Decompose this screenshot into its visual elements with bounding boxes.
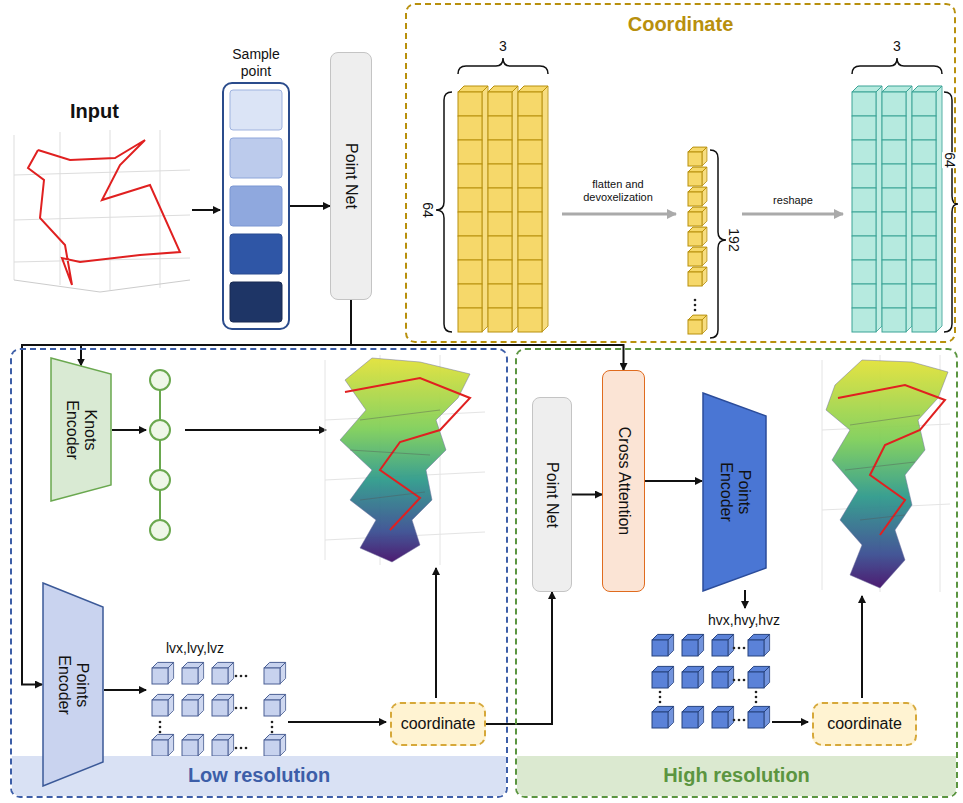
connector-arrow bbox=[290, 205, 330, 207]
annotation: 64 bbox=[942, 152, 958, 168]
connector-arrow bbox=[645, 480, 702, 482]
dashed-region: High resolution Point Net Cross Attention P… bbox=[515, 348, 958, 798]
region-title: High resolution bbox=[663, 764, 810, 787]
surface-low bbox=[325, 355, 485, 565]
module-box: Cross Attention bbox=[602, 370, 645, 592]
arrow bbox=[562, 213, 676, 216]
box-label: Knots Encoder bbox=[63, 395, 100, 465]
connector-arrow bbox=[351, 300, 624, 370]
encoder-trapezoid: Points Encoder bbox=[702, 392, 767, 592]
connector-arrow bbox=[486, 592, 552, 724]
region-title: Coordinate bbox=[628, 13, 734, 36]
annotation: 3 bbox=[499, 38, 507, 54]
region-title: Low resolution bbox=[188, 764, 330, 787]
annotation: flatten and devoxelization bbox=[562, 178, 674, 203]
box-label: Points Encoder bbox=[716, 457, 753, 527]
arrow bbox=[104, 430, 862, 722]
title-band: High resolution bbox=[517, 756, 956, 796]
arrow bbox=[192, 209, 220, 211]
sample-point-box: Sample point bbox=[222, 82, 290, 330]
annotation: 192 bbox=[726, 228, 742, 251]
cube-grid bbox=[152, 86, 942, 756]
dashed-region: Coordinate bbox=[405, 3, 956, 343]
brace bbox=[436, 58, 958, 338]
annotation: 64 bbox=[420, 202, 436, 218]
box-label: Point Net bbox=[543, 462, 561, 528]
annotation: 3 bbox=[893, 38, 901, 54]
annotation: reshape bbox=[773, 194, 813, 206]
sample-squares bbox=[230, 90, 282, 322]
box-label: coordinate bbox=[401, 715, 476, 733]
coordinate-box: coordinate bbox=[812, 702, 917, 746]
encoder-trapezoid: Knots Encoder bbox=[50, 357, 112, 502]
coordinate-box: coordinate bbox=[390, 702, 486, 746]
box-label: Point Net bbox=[342, 143, 360, 209]
module-box: Point Net bbox=[532, 397, 572, 592]
annotation: lvx,lvy,lvz bbox=[166, 640, 224, 656]
box-heading: Sample point bbox=[216, 46, 296, 80]
connector-arrow bbox=[81, 300, 351, 366]
module-box: Point Net bbox=[330, 52, 372, 300]
box-label: Cross Attention bbox=[615, 427, 633, 536]
box-label: Points Encoder bbox=[55, 650, 92, 720]
annotation: hvx,hvy,hvz bbox=[708, 612, 780, 628]
connector-arrow bbox=[572, 494, 602, 496]
annotation: Input bbox=[70, 100, 119, 123]
arrow bbox=[742, 213, 843, 216]
box-label: coordinate bbox=[827, 715, 902, 733]
encoder-trapezoid: Points Encoder bbox=[42, 582, 104, 787]
input-plot bbox=[14, 130, 190, 292]
surface-high bbox=[822, 355, 950, 592]
dashed-region: Low resolution Knots EncoderPoints Encode… bbox=[10, 348, 508, 798]
knot-chain bbox=[150, 370, 170, 540]
